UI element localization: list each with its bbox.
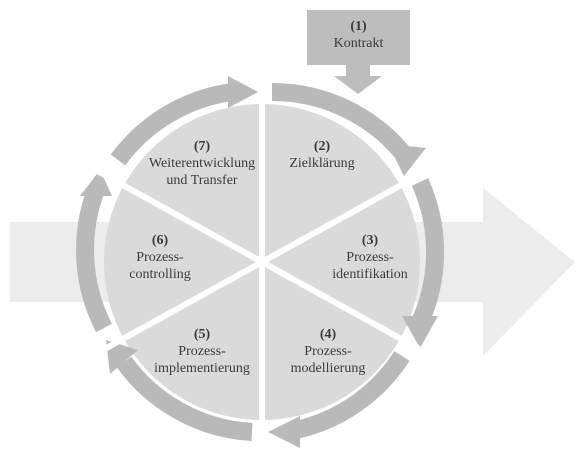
segment-3-line2: identifikation — [332, 267, 408, 282]
segment-6-line2: controlling — [129, 267, 191, 282]
segment-5-number: (5) — [193, 327, 211, 342]
segment-6: (6) Prozess- controlling — [100, 232, 220, 283]
separator-upper-left — [90, 165, 264, 265]
arrowhead-6 — [80, 170, 112, 196]
separator-lower-right — [260, 259, 434, 359]
segment-7-line2: und Transfer — [166, 173, 238, 188]
ring-arrow-5 — [116, 356, 253, 441]
segment-7-line1: Weiterentwicklung — [148, 156, 256, 171]
ring-arrow-3 — [411, 178, 445, 326]
arrowhead-5 — [106, 340, 138, 374]
separator-lower-left — [90, 259, 264, 359]
ring-arrow-6 — [76, 186, 113, 333]
arrowhead-2 — [388, 144, 426, 176]
arrowhead-7 — [228, 76, 258, 108]
segment-7: (7) Weiterentwicklung und Transfer — [128, 138, 276, 189]
contract-text: Kontrakt — [333, 36, 384, 51]
arrowhead-3 — [402, 316, 438, 348]
ring-arrow-7 — [110, 83, 234, 166]
segment-6-number: (6) — [151, 233, 169, 248]
segment-5: (5) Prozess- implementierung — [132, 326, 272, 377]
segment-3: (3) Prozess- identifikation — [300, 232, 440, 283]
ring-arrowheads — [80, 76, 438, 448]
contract-number: (1) — [350, 19, 367, 34]
segment-6-line1: Prozess- — [136, 250, 184, 265]
segment-3-number: (3) — [361, 233, 379, 248]
separator-upper-right — [260, 165, 434, 265]
segment-2-number: (2) — [313, 139, 331, 154]
segment-4-number: (4) — [319, 327, 337, 342]
contract-label: (1) Kontrakt — [307, 18, 410, 52]
segment-2-line1: Zielklärung — [289, 156, 355, 171]
segment-4: (4) Prozess- modellierung — [268, 326, 388, 377]
segment-4-line2: modellierung — [290, 361, 366, 376]
segment-5-line1: Prozess- — [178, 344, 226, 359]
segment-3-line1: Prozess- — [346, 250, 394, 265]
contract-down-arrow — [334, 64, 382, 94]
ring-arrows — [76, 82, 445, 441]
segment-4-line1: Prozess- — [304, 344, 352, 359]
arrowhead-4 — [268, 416, 300, 448]
ring-arrow-4 — [293, 351, 410, 439]
contract-box — [307, 10, 410, 65]
segment-5-line2: implementierung — [154, 361, 250, 376]
segment-7-number: (7) — [193, 139, 211, 154]
sector-separators — [90, 74, 434, 452]
segment-2: (2) Zielklärung — [262, 138, 382, 172]
ring-arrow-2 — [271, 82, 409, 158]
